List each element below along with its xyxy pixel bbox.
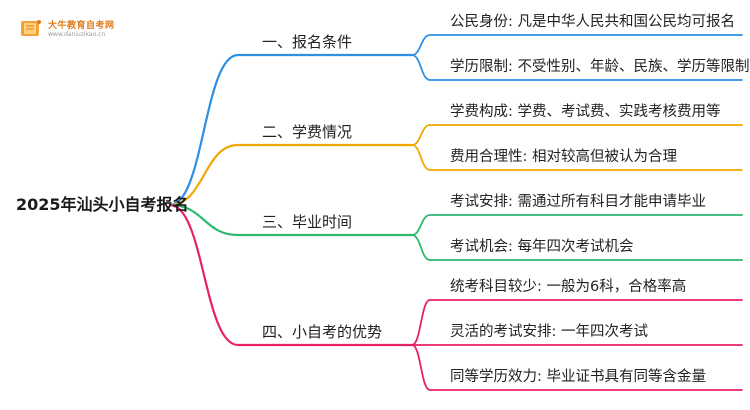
leaf-topic: 考试机会: 每年四次考试机会 — [450, 239, 634, 255]
branch-connector — [168, 203, 414, 237]
leaf-topic: 学费构成: 学费、考试费、实践考核费用等 — [450, 104, 721, 120]
branch-topic: 一、报名条件 — [262, 33, 353, 51]
leaf-topic: 灵活的考试安排: 一年四次考试 — [450, 324, 648, 340]
leaf-connector — [411, 344, 743, 391]
leaf-topic: 统考科目较少: 一般为6科，合格率高 — [450, 279, 687, 295]
book-logo-icon — [21, 20, 41, 36]
leaf-topic: 学历限制: 不受性别、年龄、民族、学历等限制 — [450, 59, 750, 75]
leaf-connector — [411, 144, 743, 171]
leaf-topic: 考试安排: 需通过所有科目才能申请毕业 — [450, 194, 706, 210]
leaf-connector — [411, 234, 743, 261]
root-topic: 2025年汕头小自考报名 — [16, 195, 189, 214]
leaf-connector — [411, 34, 743, 56]
logo-url: www.daniuzikao.cn — [48, 31, 106, 38]
leaf-connector — [411, 214, 743, 236]
branch-topic: 二、学费情况 — [262, 123, 353, 141]
leaf-topic: 公民身份: 凡是中华人民共和国公民均可报名 — [450, 14, 735, 30]
leaf-connector — [411, 54, 743, 81]
leaf-connector — [411, 124, 743, 146]
leaf-connector — [411, 299, 743, 346]
branch-connector — [168, 53, 414, 207]
branch-topic: 三、毕业时间 — [262, 213, 353, 231]
logo-name: 大牛教育自考网 — [48, 21, 115, 31]
branch-topic: 四、小自考的优势 — [262, 323, 383, 341]
site-logo: 大牛教育自考网 www.daniuzikao.cn — [18, 16, 138, 44]
leaf-topic: 费用合理性: 相对较高但被认为合理 — [450, 149, 677, 165]
branch-connector — [168, 203, 414, 347]
leaf-topic: 同等学历效力: 毕业证书具有同等含金量 — [450, 369, 706, 385]
branch-connector — [168, 143, 414, 207]
